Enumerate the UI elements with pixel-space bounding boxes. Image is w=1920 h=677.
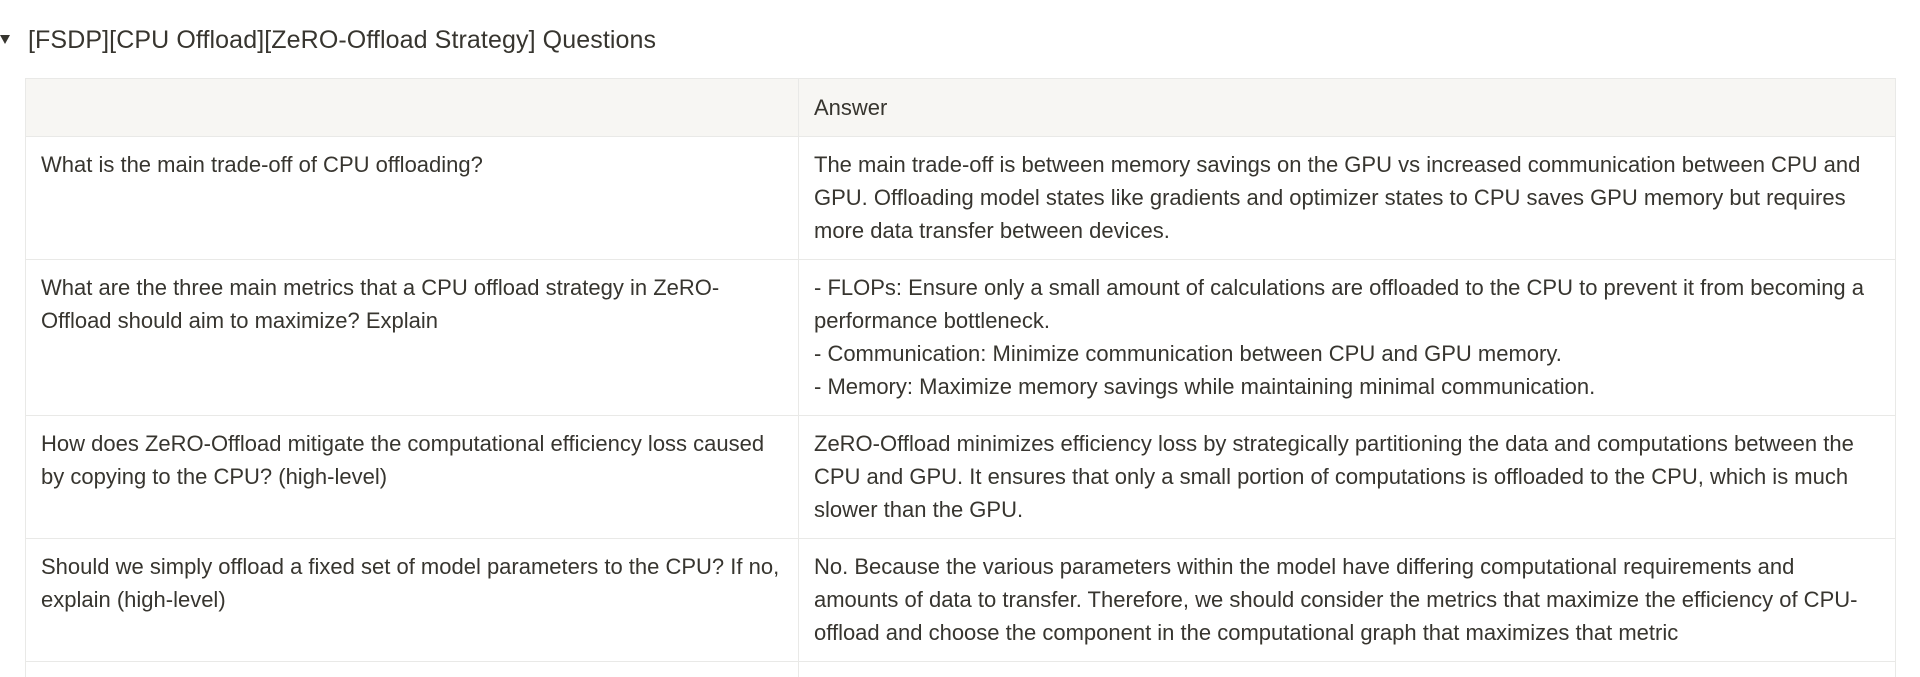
triangle-down-icon[interactable] (0, 34, 28, 46)
table-row: What are the three main metrics that a C… (25, 259, 1896, 416)
table-header-row: Answer (25, 78, 1896, 137)
qa-table-container: Answer What is the main trade-off of CPU… (25, 78, 1896, 677)
question-cell[interactable]: What are the three main metrics that a C… (25, 259, 799, 416)
toggle-title[interactable]: [FSDP][CPU Offload][ZeRO-Offload Strateg… (28, 25, 657, 54)
answer-column-header[interactable]: Answer (798, 78, 1896, 137)
table-row-partial (25, 661, 1896, 677)
question-cell[interactable]: Should we simply offload a fixed set of … (25, 538, 799, 662)
question-column-header[interactable] (25, 78, 799, 137)
table-row: Should we simply offload a fixed set of … (25, 538, 1896, 662)
toggle-block[interactable]: [FSDP][CPU Offload][ZeRO-Offload Strateg… (0, 20, 656, 60)
question-cell[interactable]: How does ZeRO-Offload mitigate the compu… (25, 415, 799, 539)
question-cell-empty[interactable] (25, 661, 799, 677)
answer-cell[interactable]: - FLOPs: Ensure only a small amount of c… (798, 259, 1896, 416)
table-row: What is the main trade-off of CPU offloa… (25, 136, 1896, 260)
answer-cell[interactable]: The main trade-off is between memory sav… (798, 136, 1896, 260)
answer-cell[interactable]: No. Because the various parameters withi… (798, 538, 1896, 662)
qa-table: Answer What is the main trade-off of CPU… (25, 78, 1896, 677)
question-cell[interactable]: What is the main trade-off of CPU offloa… (25, 136, 799, 260)
answer-cell[interactable]: ZeRO-Offload minimizes efficiency loss b… (798, 415, 1896, 539)
table-row: How does ZeRO-Offload mitigate the compu… (25, 415, 1896, 539)
triangle-down-icon-shape (0, 35, 10, 44)
answer-cell-empty[interactable] (798, 661, 1896, 677)
